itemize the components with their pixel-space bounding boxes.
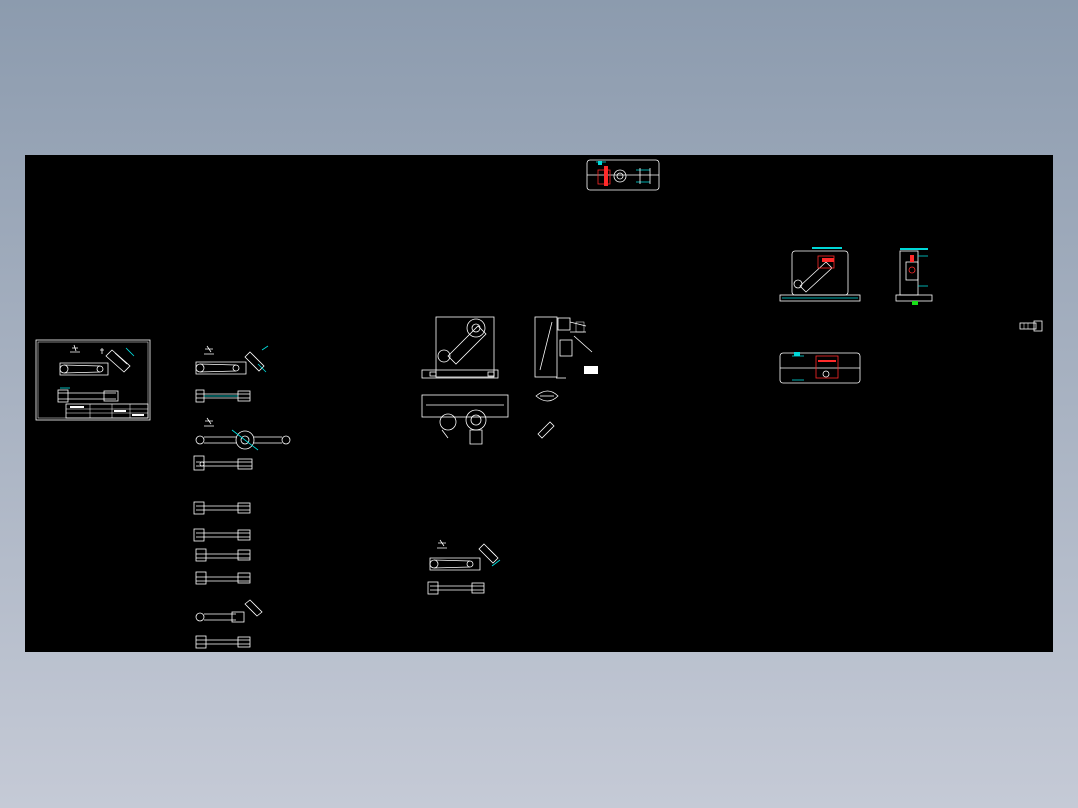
- fixture-front-view[interactable]: [779, 247, 861, 302]
- top-clamp-detail[interactable]: [586, 159, 660, 191]
- fixture-plan-view[interactable]: [779, 352, 861, 384]
- bolt-detail[interactable]: [1019, 320, 1043, 332]
- model-space-canvas[interactable]: [25, 155, 1053, 652]
- part-views-column[interactable]: [193, 345, 291, 649]
- fixture-assembly[interactable]: [421, 316, 598, 445]
- title-sheet[interactable]: [35, 339, 151, 421]
- fixture-side-view[interactable]: [895, 248, 933, 305]
- process-sheet[interactable]: [427, 539, 501, 595]
